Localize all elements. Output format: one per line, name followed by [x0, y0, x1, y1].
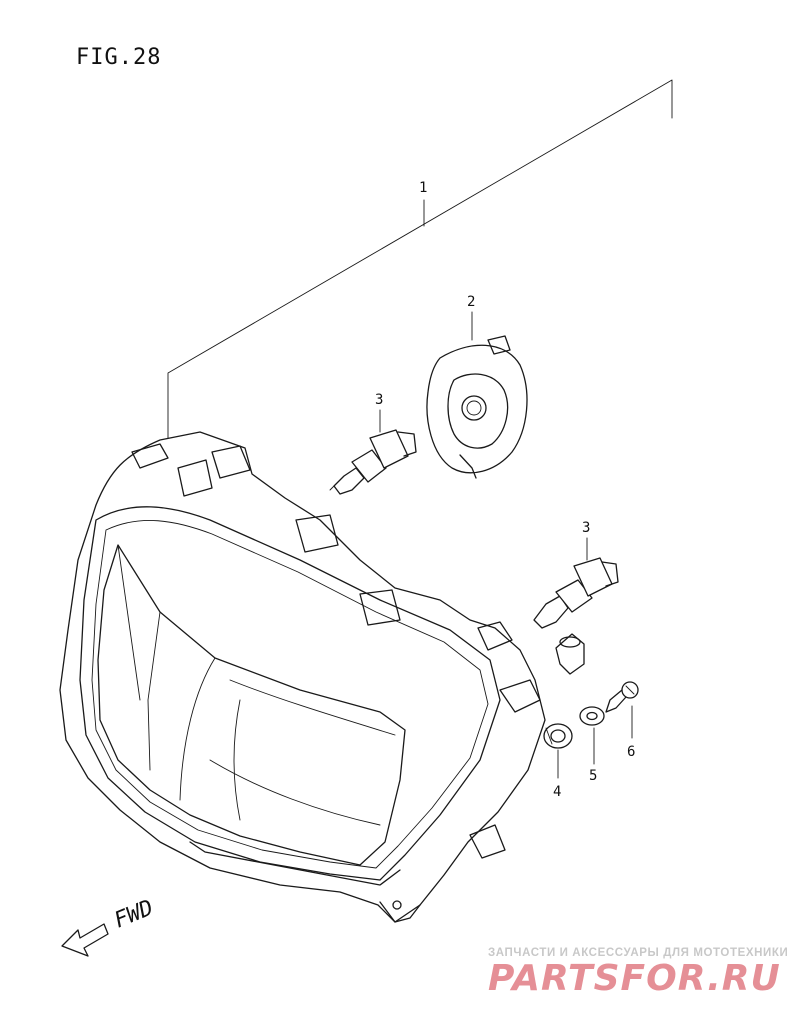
leader-bracket-1 — [167, 79, 673, 441]
callout-1: 1 — [419, 180, 427, 196]
socket-cover — [426, 335, 528, 479]
callout-2: 2 — [467, 294, 475, 310]
callout-6: 6 — [627, 744, 635, 760]
bulb-lower — [533, 557, 619, 629]
bulb-upper — [329, 429, 417, 495]
fwd-label: FWD — [111, 895, 157, 933]
watermark-brand: PARTSFOR.RU — [488, 958, 781, 999]
fwd-arrow — [61, 923, 109, 957]
connector-plug — [555, 633, 585, 675]
headlight-assembly — [59, 431, 546, 923]
callout-3-lower: 3 — [582, 520, 590, 536]
callout-4: 4 — [553, 784, 561, 800]
figure-title: FIG.28 — [76, 45, 161, 70]
callout-3-upper: 3 — [375, 392, 383, 408]
washer — [579, 706, 605, 726]
grommet — [543, 723, 573, 749]
watermark-tagline: ЗАПЧАСТИ И АКСЕССУАРЫ ДЛЯ МОТОТЕХНИКИ — [488, 947, 788, 959]
screw — [605, 681, 639, 713]
callout-5: 5 — [589, 768, 597, 784]
